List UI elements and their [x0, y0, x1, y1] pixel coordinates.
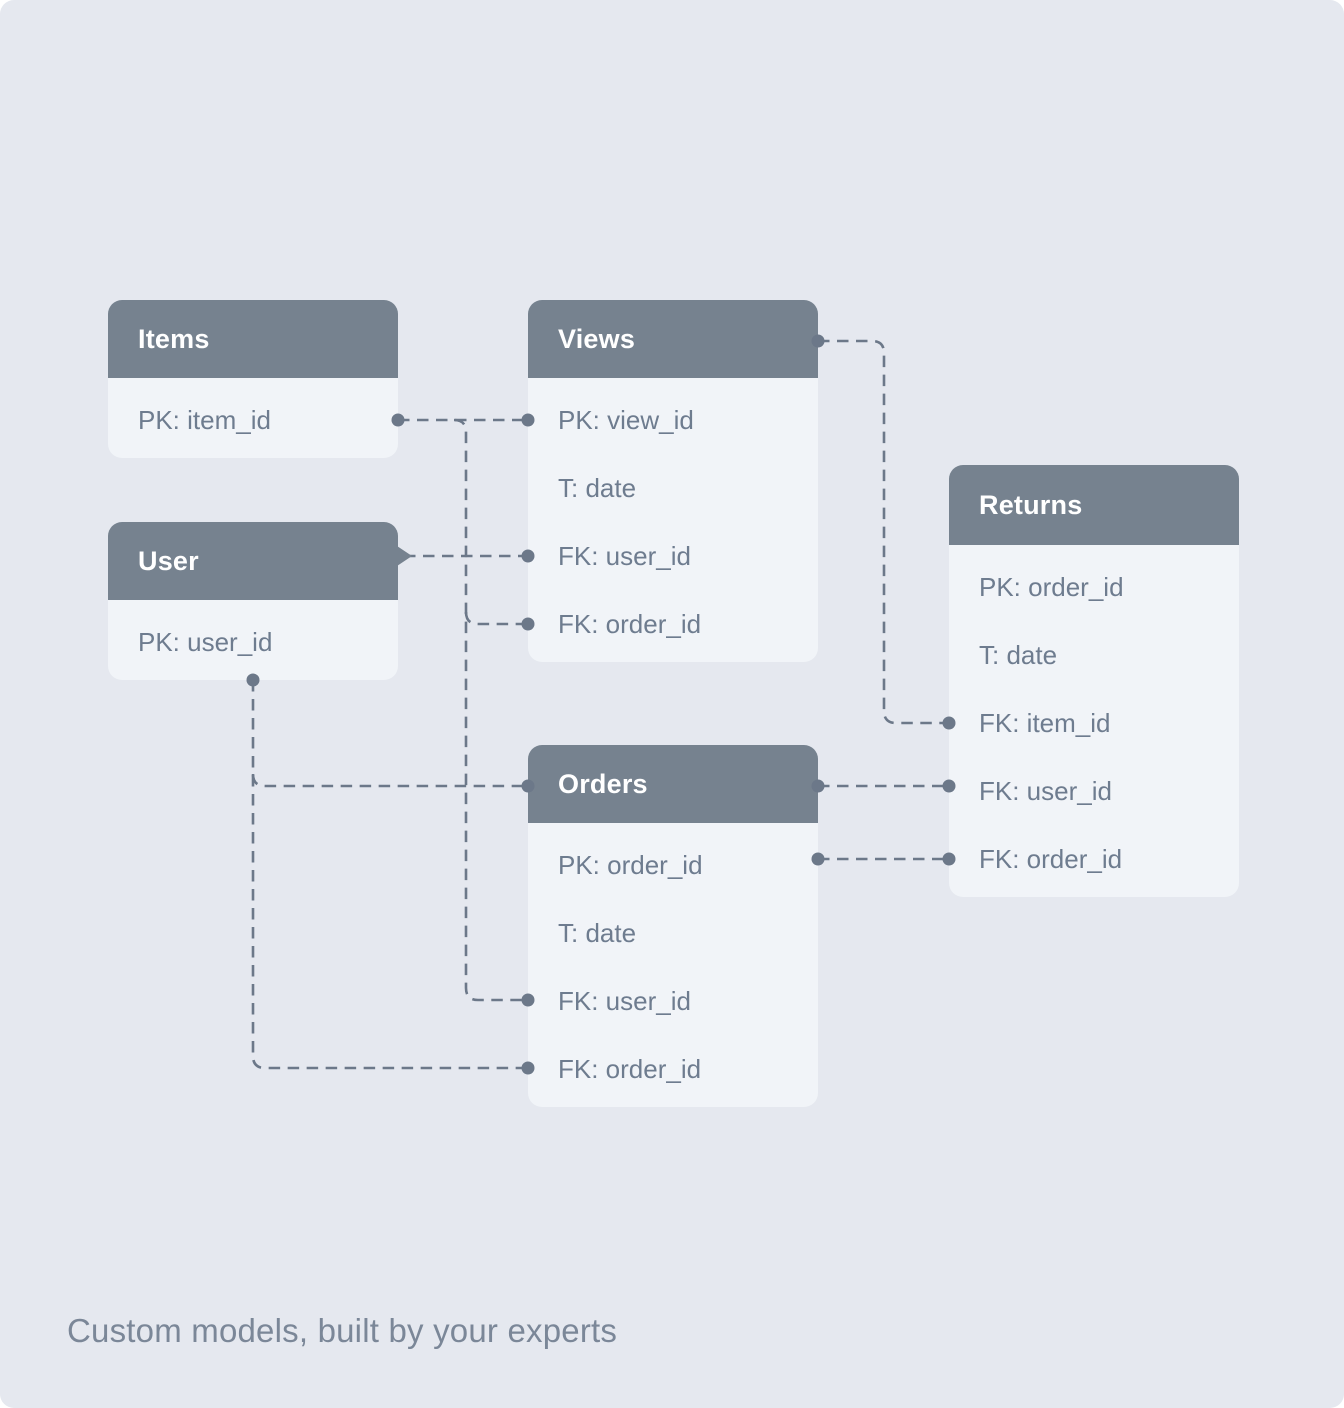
table-row: FK: order_id: [558, 608, 702, 639]
table-row: FK: user_id: [979, 775, 1112, 806]
table-row: FK: user_id: [558, 540, 691, 571]
table-title: Items: [138, 323, 210, 354]
table-card-items: Items PK: item_id: [108, 300, 398, 458]
table-body-items: PK: item_id: [108, 378, 398, 458]
connector-trunk-orders-user: [453, 418, 528, 1002]
table-title: Views: [558, 323, 636, 354]
table-row: T: date: [558, 472, 637, 503]
table-row: T: date: [558, 917, 637, 948]
table-row: FK: item_id: [979, 707, 1111, 738]
table-card-views: Views PK: view_id T: date FK: user_id FK…: [528, 300, 818, 662]
table-row: FK: order_id: [558, 1053, 702, 1084]
table-row: FK: user_id: [558, 985, 691, 1016]
connector-views-returns-item: [818, 339, 949, 725]
table-row: PK: user_id: [138, 626, 273, 657]
table-card-returns: Returns PK: order_id T: date FK: item_id…: [949, 465, 1239, 897]
caption: Custom models, built by your experts: [67, 1312, 618, 1349]
table-card-user: User PK: user_id: [108, 522, 398, 680]
table-row: PK: item_id: [138, 404, 271, 435]
table-header-user: User: [108, 522, 398, 600]
table-row: PK: order_id: [558, 849, 703, 880]
table-body-returns: PK: order_id T: date FK: item_id FK: use…: [949, 545, 1239, 897]
table-row: PK: order_id: [979, 571, 1124, 602]
table-header-returns: Returns: [949, 465, 1239, 545]
table-title: User: [138, 545, 199, 576]
table-card-orders: Orders PK: order_id T: date FK: user_id …: [528, 745, 818, 1107]
table-header-orders: Orders: [528, 745, 818, 823]
table-row: FK: order_id: [979, 843, 1123, 874]
table-header-items: Items: [108, 300, 398, 378]
table-body-orders: PK: order_id T: date FK: user_id FK: ord…: [528, 823, 818, 1107]
table-header-views: Views: [528, 300, 818, 378]
table-title: Orders: [558, 768, 648, 799]
connector-user-orders-header: [251, 773, 528, 788]
endpoint-arrow: [397, 546, 412, 566]
table-title: Returns: [979, 489, 1083, 520]
table-body-views: PK: view_id T: date FK: user_id FK: orde…: [528, 378, 818, 662]
connector-branch-views-order: [464, 611, 528, 626]
connector-user-orders-order: [251, 680, 528, 1070]
table-row: T: date: [979, 639, 1058, 670]
table-row: PK: view_id: [558, 404, 694, 435]
table-body-user: PK: user_id: [108, 600, 398, 680]
